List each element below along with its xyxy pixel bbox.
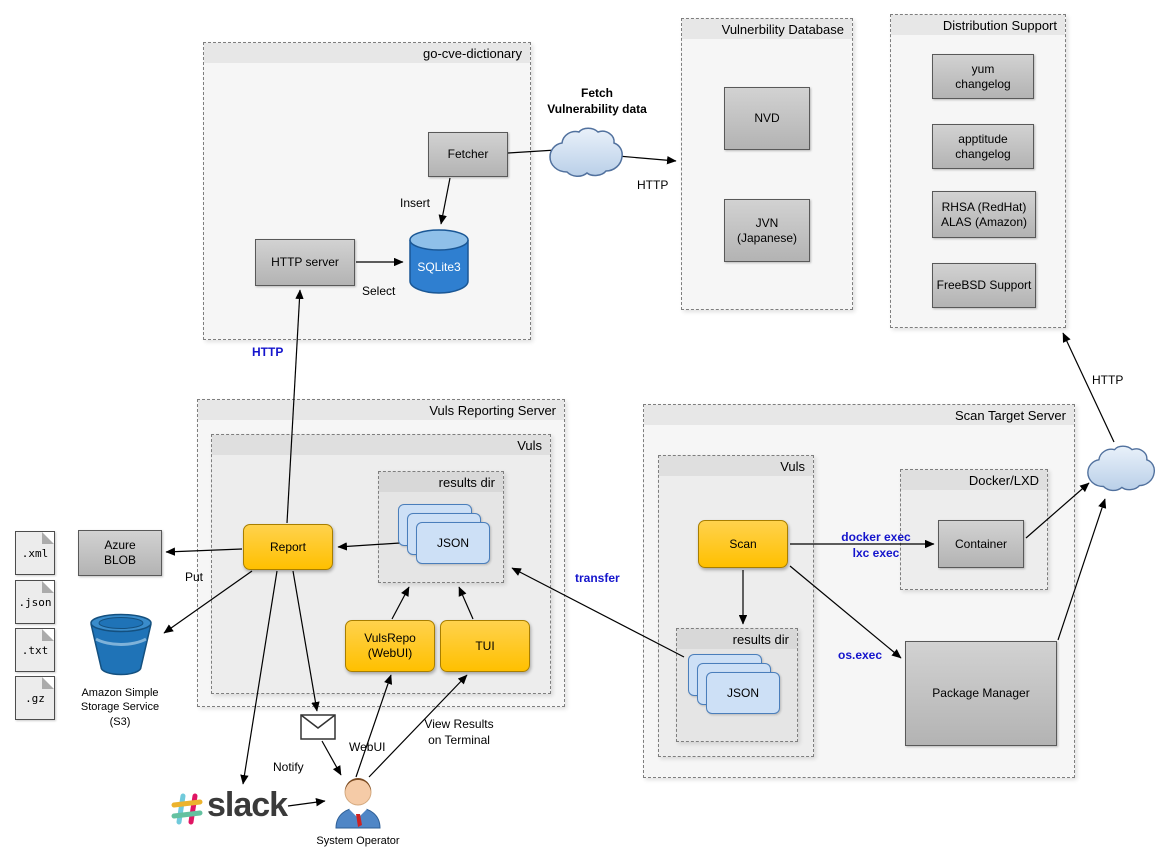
json-file-card: JSON <box>706 672 780 714</box>
slack-wordmark: slack <box>207 786 288 824</box>
node-apptitude-changelog: apptitude changelog <box>932 124 1034 169</box>
container-header: Docker/LXD <box>901 470 1047 490</box>
container-header: Scan Target Server <box>644 405 1074 425</box>
container-title: Vuls <box>780 458 805 474</box>
container-header: Distribution Support <box>891 15 1065 35</box>
node-scan: Scan <box>698 520 788 568</box>
container-title: Vulnerbility Database <box>721 21 844 37</box>
node-package-manager: Package Manager <box>905 641 1057 746</box>
container-vulnerability-database: Vulnerbility Database <box>681 18 853 310</box>
label-notify: Notify <box>273 760 304 774</box>
node-http-server: HTTP server <box>255 239 355 286</box>
file-label: .xml <box>21 546 49 560</box>
label-put: Put <box>185 570 204 584</box>
mail-envelope-icon <box>300 714 336 740</box>
container-title: Vuls Reporting Server <box>429 402 556 418</box>
container-title: Docker/LXD <box>968 472 1039 488</box>
label-docker-exec: docker exec lxc exec <box>841 530 911 560</box>
file-label: .txt <box>21 643 49 657</box>
file-json-icon: .json <box>15 580 55 624</box>
label-system-operator: System Operator <box>316 835 400 847</box>
label-http-dist: HTTP <box>1092 373 1124 387</box>
node-report: Report <box>243 524 333 570</box>
file-xml-icon: .xml <box>15 531 55 575</box>
container-header: results dir <box>677 629 797 649</box>
file-label: .gz <box>25 691 45 705</box>
json-results-stack-reporting: JSON <box>398 504 490 566</box>
node-freebsd-support: FreeBSD Support <box>932 263 1036 308</box>
s3-bucket-icon <box>90 613 152 676</box>
container-title: Distribution Support <box>942 17 1057 33</box>
node-vulsrepo-webui: VulsRepo (WebUI) <box>345 620 435 672</box>
container-header: Vuls <box>212 435 550 455</box>
node-sqlite3-label: SQLite3 <box>417 260 461 274</box>
node-container: Container <box>938 520 1024 568</box>
node-nvd: NVD <box>724 87 810 150</box>
cylinder-icon <box>409 229 469 294</box>
label-select: Select <box>362 284 396 298</box>
label-webui: WebUI <box>349 740 386 754</box>
container-title: results dir <box>732 631 789 647</box>
json-file-card: JSON <box>416 522 490 564</box>
slack-hash-icon <box>171 793 203 825</box>
file-gz-icon: .gz <box>15 676 55 720</box>
label-s3: Amazon Simple Storage Service (S3) <box>80 687 160 728</box>
sqlite3-database-icon: SQLite3 <box>408 228 470 294</box>
container-header: results dir <box>379 472 503 492</box>
container-header: Vulnerbility Database <box>682 19 852 39</box>
system-operator-icon <box>335 778 381 829</box>
json-results-stack-scan: JSON <box>688 654 780 716</box>
cloud-internet-icon <box>549 127 623 177</box>
container-title: Vuls <box>517 437 542 453</box>
label-os-exec: os.exec <box>838 648 883 662</box>
label-fetch-vulnerability-data: Fetch Vulnerability data <box>547 86 647 116</box>
label-http-report: HTTP <box>252 345 284 359</box>
node-azure-blob: Azure BLOB <box>78 530 162 576</box>
cloud-http-icon <box>1087 445 1156 492</box>
label-http-fetch: HTTP <box>637 178 669 192</box>
container-header: go-cve-dictionary <box>204 43 530 63</box>
container-header: Vuls <box>659 456 813 476</box>
container-go-cve-dictionary: go-cve-dictionary <box>203 42 531 340</box>
container-title: results dir <box>438 474 495 490</box>
file-txt-icon: .txt <box>15 628 55 672</box>
node-rhsa-alas: RHSA (RedHat) ALAS (Amazon) <box>932 191 1036 238</box>
label-view-results: View Results on Terminal <box>424 717 494 747</box>
label-insert: Insert <box>400 196 431 210</box>
container-title: Scan Target Server <box>954 407 1066 423</box>
node-fetcher: Fetcher <box>428 132 508 177</box>
container-header: Vuls Reporting Server <box>198 400 564 420</box>
container-title: go-cve-dictionary <box>423 45 522 61</box>
file-label: .json <box>18 595 52 609</box>
node-yum-changelog: yum changelog <box>932 54 1034 99</box>
node-tui: TUI <box>440 620 530 672</box>
label-transfer: transfer <box>575 571 620 585</box>
node-jvn: JVN (Japanese) <box>724 199 810 262</box>
